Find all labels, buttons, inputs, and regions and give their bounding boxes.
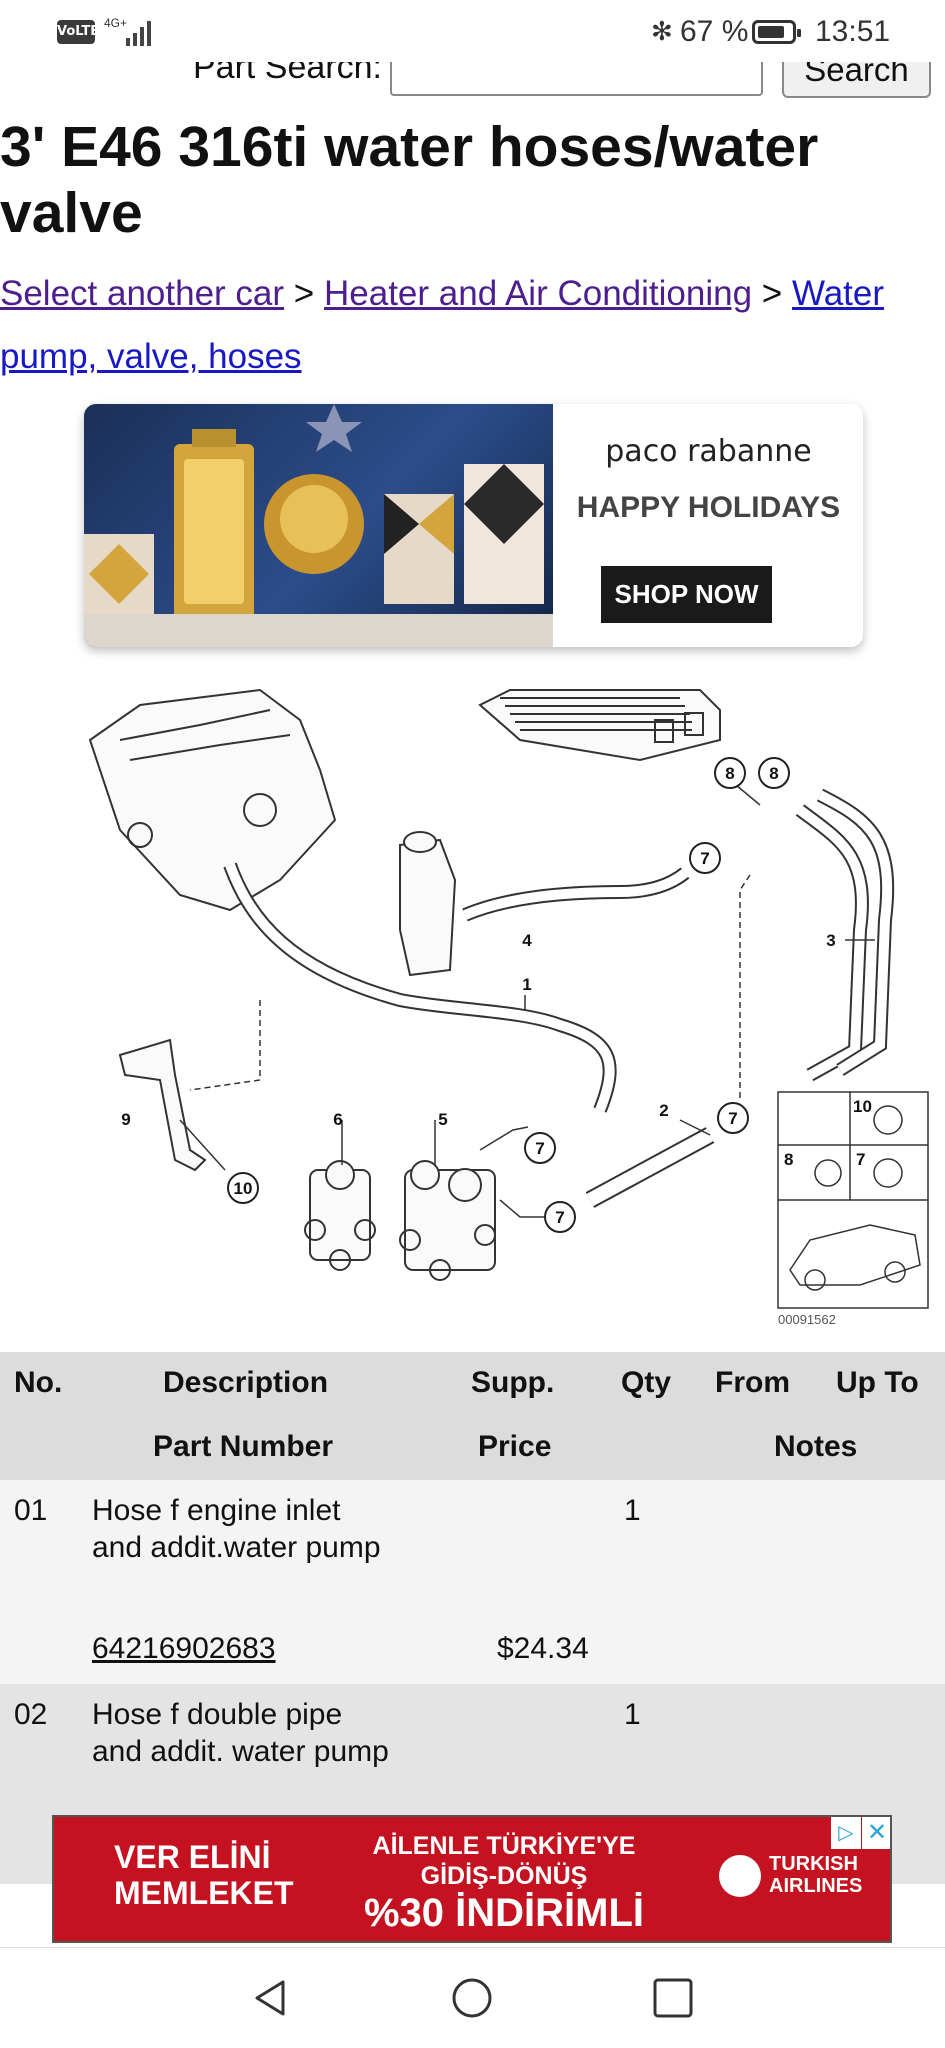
callout-4: 4 [522, 931, 532, 950]
th-description: Description [163, 1366, 329, 1399]
home-icon[interactable] [450, 1976, 494, 2020]
parts-diagram: 8 8 7 7 7 7 10 1 2 3 4 5 6 9 10 8 7 [88, 688, 929, 1309]
callout-3: 3 [826, 931, 835, 950]
battery-percent: 67 % [680, 15, 749, 48]
th-notes: Notes [774, 1430, 858, 1463]
callout-1: 1 [522, 975, 531, 994]
ad-banner-turkish-airlines[interactable]: VER ELİNİ MEMLEKET AİLENLE TÜRKİYE'YE Gİ… [52, 1815, 892, 1943]
row-no: 02 [14, 1698, 48, 1731]
th-part-number: Part Number [153, 1430, 334, 1463]
adchoices-icon[interactable]: ▷ [831, 1817, 861, 1849]
th-from: From [715, 1366, 790, 1399]
breadcrumb-separator: > [293, 274, 315, 313]
volte-icon: VoLTE [57, 20, 99, 44]
signal-icon [126, 21, 151, 46]
row-qty: 1 [624, 1494, 641, 1527]
row-price: $24.34 [497, 1632, 589, 1665]
inset-label-8: 8 [784, 1150, 793, 1169]
ad-product-image [84, 404, 553, 647]
row-qty: 1 [624, 1698, 641, 1731]
breadcrumb-water-pump[interactable]: Water pump, valve, hoses [0, 274, 885, 376]
ad-left-text: VER ELİNİ MEMLEKET [114, 1839, 294, 1911]
ad-offer-text: %30 İNDİRİMLİ [363, 1891, 645, 1935]
close-ad-icon[interactable]: ✕ [862, 1817, 890, 1849]
inset-label-10: 10 [853, 1097, 872, 1116]
row-description: Hose f engine inlet and addit.water pump [92, 1494, 381, 1564]
breadcrumb-heater-ac[interactable]: Heater and Air Conditioning [323, 274, 753, 313]
th-price: Price [478, 1430, 552, 1463]
row-description: Hose f double pipe and addit. water pump [92, 1698, 389, 1768]
callout-7b: 7 [535, 1139, 544, 1158]
airline-logo-icon [719, 1855, 761, 1897]
ad-headline: HAPPY HOLIDAYS [576, 491, 841, 524]
callout-8b: 8 [769, 764, 778, 783]
back-icon[interactable] [249, 1976, 293, 2020]
parts-table-header: No. Description Supp. Qty From Up To Par… [0, 1352, 945, 1480]
th-up-to: Up To [836, 1366, 919, 1399]
callout-7a: 7 [700, 849, 709, 868]
th-qty: Qty [621, 1366, 672, 1399]
callout-8a: 8 [725, 764, 734, 783]
ad-banner-paco-rabanne[interactable]: paco rabanne HAPPY HOLIDAYS SHOP NOW [84, 404, 863, 647]
breadcrumb-select-car[interactable]: Select another car [0, 274, 285, 313]
status-bar: VoLTE 4G+ ✻ 67 % 13:51 [0, 0, 945, 62]
network-type: 4G+ [104, 16, 128, 30]
inset-label-7: 7 [856, 1150, 865, 1169]
callout-2: 2 [659, 1101, 668, 1120]
bluetooth-icon: ✻ [651, 16, 673, 46]
row-no: 01 [14, 1494, 48, 1527]
recents-icon[interactable] [651, 1976, 695, 2020]
diagram-code: 00091562 [778, 1312, 836, 1327]
ad-shop-now-button[interactable]: SHOP NOW [601, 566, 772, 623]
ad-middle-text: AİLENLE TÜRKİYE'YE GİDİŞ-DÖNÜŞ [372, 1832, 636, 1890]
diagram-callouts [227, 757, 790, 1233]
table-row: 01 Hose f engine inlet and addit.water p… [0, 1480, 945, 1684]
th-supp: Supp. [471, 1366, 555, 1399]
part-number-link[interactable]: 64216902683 [92, 1632, 276, 1665]
breadcrumb: Select another car > Heater and Air Cond… [0, 262, 935, 388]
callout-7c: 7 [728, 1109, 737, 1128]
page-title: 3' E46 316ti water hoses/water valve [0, 115, 819, 245]
callout-10: 10 [234, 1179, 253, 1198]
ad-airline-name: TURKISH AIRLINES [769, 1853, 863, 1897]
th-no: No. [14, 1366, 63, 1399]
battery-icon [752, 20, 801, 44]
breadcrumb-separator: > [761, 274, 783, 313]
ad-brand: paco rabanne [605, 434, 812, 469]
callout-9: 9 [121, 1110, 130, 1129]
clock: 13:51 [815, 15, 891, 48]
navigation-bar [0, 1947, 945, 2048]
callout-7d: 7 [555, 1208, 564, 1227]
diagram-inset [777, 1091, 929, 1309]
callout-5: 5 [438, 1110, 447, 1129]
callout-6: 6 [333, 1110, 342, 1129]
